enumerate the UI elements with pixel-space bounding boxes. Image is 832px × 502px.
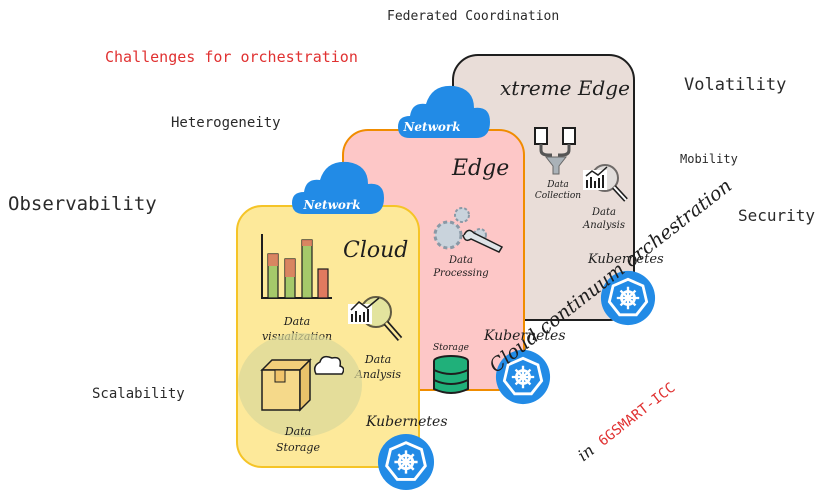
network-cloud-icon-cloud bbox=[292, 161, 384, 214]
kubernetes-icon-edge bbox=[495, 349, 551, 405]
challenge-heterogeneity: Heterogeneity bbox=[171, 115, 281, 131]
network-label-edge: Network bbox=[403, 120, 461, 134]
footer-line-2: in 6GSMART-ICC bbox=[574, 377, 679, 465]
cloud-title: Cloud bbox=[343, 238, 409, 263]
kubernetes-icon-xtreme-edge bbox=[600, 270, 656, 326]
network-label-cloud: Network bbox=[303, 198, 361, 212]
challenge-scalability: Scalability bbox=[92, 386, 185, 402]
magnifier-chart-icon bbox=[583, 164, 628, 202]
edge-title: Edge bbox=[452, 156, 510, 181]
kubernetes-icon-cloud bbox=[377, 433, 435, 491]
bar-chart-icon bbox=[261, 234, 332, 299]
funnel-documents-icon bbox=[534, 127, 576, 175]
xtreme-edge-title: xtreme Edge bbox=[500, 76, 630, 100]
network-cloud-icon-edge bbox=[398, 85, 490, 138]
edge-data-processing-label: Data Processing bbox=[433, 255, 489, 279]
cloud-data-analysis-label: Data Analysis bbox=[354, 353, 402, 381]
footer-in-label: in bbox=[574, 440, 598, 465]
box-cloud-icon bbox=[260, 355, 344, 412]
xtreme-edge-kubernetes-label: Kubernetes bbox=[588, 252, 664, 267]
cloud-kubernetes-label: Kubernetes bbox=[366, 414, 448, 430]
magnifier-chart-icon bbox=[348, 296, 403, 341]
challenge-mobility: Mobility bbox=[680, 152, 738, 166]
challenge-observability: Observability bbox=[8, 193, 157, 215]
project-name: 6GSMART-ICC bbox=[595, 379, 679, 450]
database-icon bbox=[433, 355, 469, 394]
challenge-security: Security bbox=[738, 206, 816, 225]
xtreme-edge-data-analysis-label: Data Analysis bbox=[583, 207, 625, 231]
gears-wrench-icon bbox=[433, 207, 504, 253]
challenge-federated-coordination: Federated Coordination bbox=[387, 9, 560, 24]
edge-kubernetes-label: Kubernetes bbox=[484, 328, 566, 344]
edge-storage-label: Storage bbox=[433, 343, 469, 353]
cloud-data-storage-label: Data Storage bbox=[276, 425, 320, 454]
xtreme-edge-data-collection-label: Data Collection bbox=[534, 180, 582, 201]
challenge-volatility: Volatility bbox=[684, 75, 787, 95]
challenges-title: Challenges for orchestration bbox=[105, 48, 358, 66]
